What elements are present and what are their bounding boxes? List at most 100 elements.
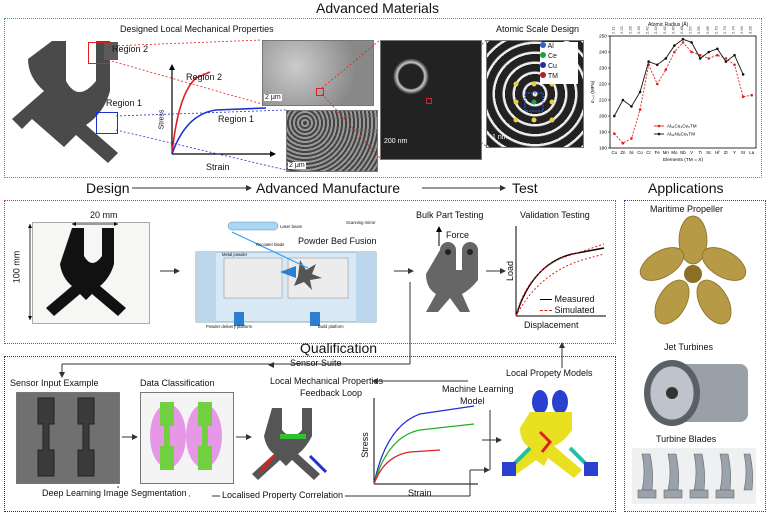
data-point (681, 41, 685, 44)
displacement-label: Displacement (524, 320, 579, 330)
data-point (612, 132, 616, 135)
y-tick-label: 200 (599, 114, 607, 120)
sensor-input-image (16, 392, 120, 484)
x-tick-label: Cu (611, 150, 617, 155)
ml-model-line2: Model (460, 396, 485, 406)
series-line (613, 38, 744, 117)
data-point (690, 41, 693, 44)
y-tick-label: 210 (599, 98, 607, 104)
legend-marker (657, 132, 661, 136)
data-point (741, 95, 745, 99)
deep-learning-label: Deep Learning Image Segmentation (40, 488, 189, 498)
data-point (638, 108, 642, 111)
data-point (621, 141, 625, 145)
x-tick-label: Mn (663, 150, 670, 155)
maritime-label: Maritime Propeller (650, 204, 724, 214)
data-point (638, 90, 642, 94)
tm-dot-icon (540, 72, 546, 78)
x-tick-label: Co (637, 150, 643, 155)
data-point (655, 82, 659, 86)
x-tick-label: Nb (680, 150, 686, 155)
feedback-loop-line2: Feedback Loop (300, 388, 363, 398)
top-tick-label: 2.70 (713, 25, 718, 34)
micrograph-region1 (286, 110, 378, 172)
x-tick-label: V (690, 150, 693, 155)
arrow-pbf-bulk (394, 268, 414, 274)
legend-ce: Ce (540, 52, 578, 62)
turbine-blades-image (632, 448, 756, 504)
validation-legend: Measured Simulated (540, 294, 595, 316)
top-tick-label: 2.66 (705, 25, 710, 34)
advanced-materials-title: Advanced Materials (316, 0, 439, 16)
legend-label: Al₉₁Cu₃Ce₅TM (667, 124, 697, 129)
local-property-models-label: Local Propety Models (506, 368, 593, 378)
build-platform-label: Build platform (318, 324, 344, 329)
region1-marker (96, 112, 118, 134)
local-props-title: Designed Local Mechanical Properties (120, 24, 274, 34)
data-point (664, 57, 668, 60)
arrow-bulk-validation (486, 268, 506, 274)
data-point (690, 50, 693, 54)
solid-line-icon (540, 299, 552, 301)
data-point (733, 63, 736, 67)
y-tick-label: 230 (599, 66, 607, 72)
data-point (698, 57, 702, 60)
lattice-atoms (513, 81, 555, 123)
arrow-input-classification (122, 434, 138, 440)
scale-bar-2um-bottom: 2 μm (288, 162, 306, 169)
y-tick-label: 190 (599, 130, 607, 136)
strain-axis-label: Strain (206, 162, 230, 172)
data-point (733, 53, 736, 57)
jet-turbines-label: Jet Turbines (664, 342, 714, 352)
ml-model-line1: Machine Learning (442, 384, 514, 394)
x-tick-label: Mo (671, 150, 678, 155)
sensor-suite-arrow (268, 362, 274, 368)
scale-bar-2um-top: 2 μm (264, 94, 282, 101)
dim-lines (28, 222, 118, 320)
advanced-materials-panel (4, 18, 762, 178)
x-tick-label: Ni (629, 150, 633, 155)
y-tick-label: 240 (599, 50, 607, 56)
classified-part-drawing (252, 408, 328, 480)
manufacture-panel (4, 200, 616, 344)
sensor-specimens (37, 397, 95, 477)
fea-part-drawing (502, 390, 598, 478)
data-point (716, 53, 719, 57)
applications-panel (624, 200, 766, 512)
dim-20mm: 20 mm (90, 210, 118, 220)
top-tick-label: 2.94 (739, 25, 744, 34)
laser-beam-label: Laser beam (280, 224, 303, 229)
top-tick-label: 2.74 (722, 25, 727, 34)
x-tick-label: Fe (655, 150, 661, 155)
data-point (716, 47, 719, 51)
data-point (630, 137, 633, 140)
legend-label: Al₉₁Ni₃Ce₅TM (667, 132, 695, 137)
chart-title: Atomic Radius (Å) (648, 22, 689, 28)
cu-dot-icon (540, 62, 546, 68)
design-label: Design (86, 180, 130, 196)
top-tick-label: 2.42 (645, 25, 650, 34)
top-tick-label: 2.48 (679, 25, 684, 34)
powder-delivery-label: Powder delivery platform (206, 324, 253, 329)
x-tick-label: Y (733, 150, 736, 155)
data-point (681, 37, 685, 41)
scale-bar-1nm: 1 nm (492, 134, 508, 141)
validation-plot (515, 226, 606, 317)
bulk-part-drawing (426, 242, 478, 312)
sensor-suite-label: Sensor Suite (290, 358, 342, 368)
pbf-label: Powder Bed Fusion (298, 236, 377, 246)
x-tick-label: Zr (724, 150, 729, 155)
recoater-blade-label: Recoater blade (256, 242, 285, 247)
metal-powder-label: Metal powder (222, 252, 248, 257)
zoom-box-tem (426, 98, 432, 104)
localised-stress-strain-plot (373, 398, 478, 485)
design-part-drawing (46, 228, 126, 316)
validation-testing-label: Validation Testing (520, 210, 590, 220)
flow-arrows (132, 185, 506, 191)
top-tick-label: 2.44 (653, 25, 658, 34)
dashed-line-icon (540, 310, 552, 312)
x-tick-label: Zn (620, 150, 626, 155)
atomic-design-title: Atomic Scale Design (496, 24, 580, 34)
data-point (707, 50, 711, 54)
